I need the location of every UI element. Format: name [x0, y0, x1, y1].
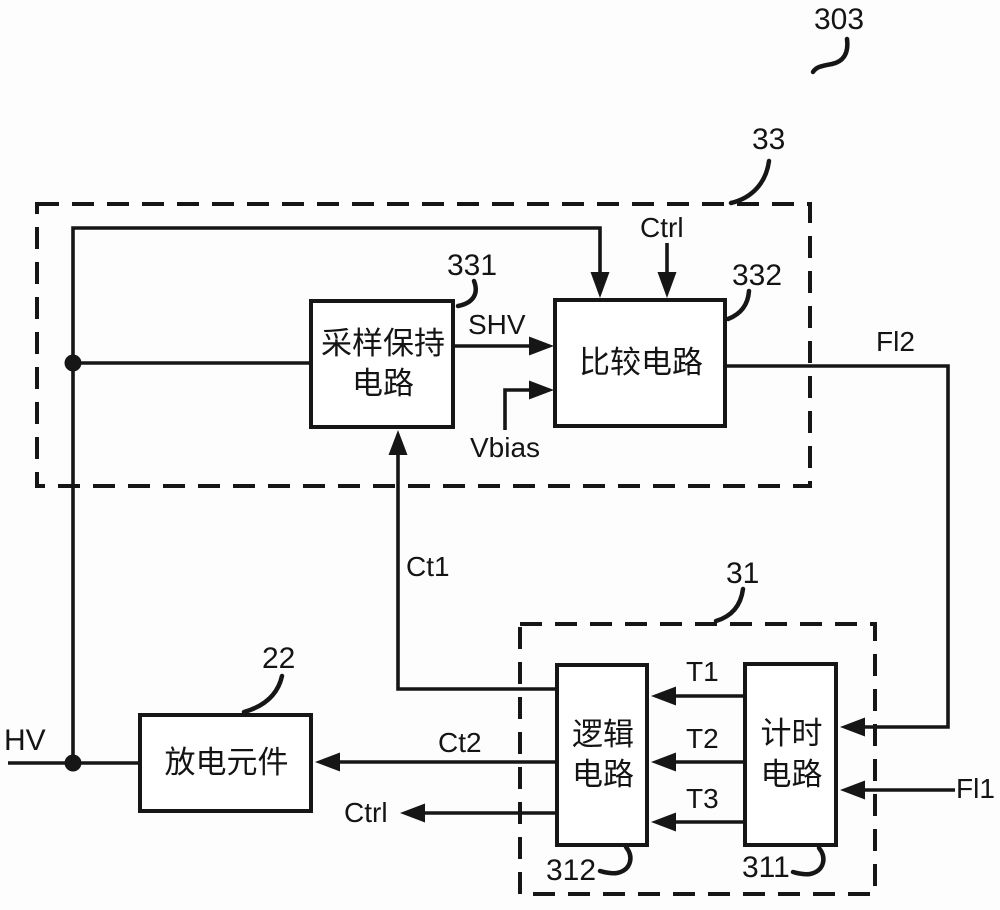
signal-label-ctrl-out: Ctrl — [344, 797, 388, 828]
ref-label-331: 331 — [447, 249, 498, 282]
ref-label-332: 332 — [732, 259, 783, 292]
leader-331 — [455, 278, 478, 309]
signal-label-t2: T2 — [686, 723, 719, 754]
fl2-arrowhead — [840, 717, 865, 737]
ct2-arrowhead — [315, 752, 340, 772]
signal-label-t3: T3 — [686, 783, 719, 814]
leader-303 — [810, 36, 850, 75]
feedback-line — [71, 226, 602, 763]
fl1-arrowhead — [840, 780, 865, 800]
vbias-line — [503, 388, 531, 430]
signal-label-hv: HV — [4, 724, 46, 757]
dashed-box-33 — [35, 202, 812, 488]
signal-label-fl2: Fl2 — [876, 326, 915, 357]
leader-22 — [241, 673, 285, 715]
timing-box — [743, 662, 838, 847]
t3-arrowhead — [651, 812, 676, 832]
leader-312 — [597, 844, 633, 876]
junction-dots — [64, 354, 82, 772]
discharge-label: 放电元件 — [164, 744, 289, 780]
leader-332 — [725, 288, 752, 322]
logic-box — [555, 663, 649, 847]
t1-arrowhead — [651, 686, 676, 706]
signal-label-t1: T1 — [686, 656, 719, 687]
ct1-arrowhead — [388, 430, 408, 455]
timing-label: 计时 电路 — [760, 716, 823, 792]
ref-label-311: 311 — [742, 851, 790, 884]
leader-33 — [728, 158, 772, 206]
ref-label-303: 303 — [814, 3, 865, 36]
comparator-box — [553, 298, 727, 428]
ref-label-22: 22 — [262, 642, 296, 675]
t2-arrowhead — [651, 752, 676, 772]
ctrl-out-arrowhead — [400, 803, 425, 823]
sample-hold-box — [309, 299, 455, 429]
junction-dot — [64, 754, 82, 772]
ref-label-312: 312 — [546, 854, 597, 887]
signal-label-fl1: Fl1 — [956, 773, 995, 804]
signal-label-ctrl-top: Ctrl — [640, 212, 684, 243]
discharge-box — [138, 713, 313, 813]
ref-label-33: 33 — [752, 123, 786, 156]
leader-311 — [790, 845, 826, 877]
logic-label: 逻辑 电路 — [572, 716, 634, 792]
leader-31 — [713, 586, 746, 624]
reference-leader-curves — [241, 36, 850, 877]
vbias-arrowhead — [529, 380, 554, 400]
feedback-arrowhead — [590, 272, 610, 298]
ctrl-top-arrowhead — [657, 272, 677, 298]
arrowheads — [315, 272, 865, 832]
signal-label-ct1: Ct1 — [406, 551, 450, 582]
ct1-line — [396, 452, 555, 691]
shv-arrowhead — [529, 336, 554, 356]
dashed-box-31 — [518, 622, 877, 896]
ref-label-31: 31 — [726, 557, 760, 590]
junction-dot — [64, 354, 82, 372]
fl2-line — [727, 364, 950, 729]
signal-label-ct2: Ct2 — [438, 727, 482, 758]
signal-label-shv: SHV — [468, 309, 526, 340]
signal-label-vbias: Vbias — [470, 432, 541, 463]
sample-hold-label: 采样保持 电路 — [321, 325, 445, 401]
comparator-label: 比较电路 — [579, 344, 703, 380]
